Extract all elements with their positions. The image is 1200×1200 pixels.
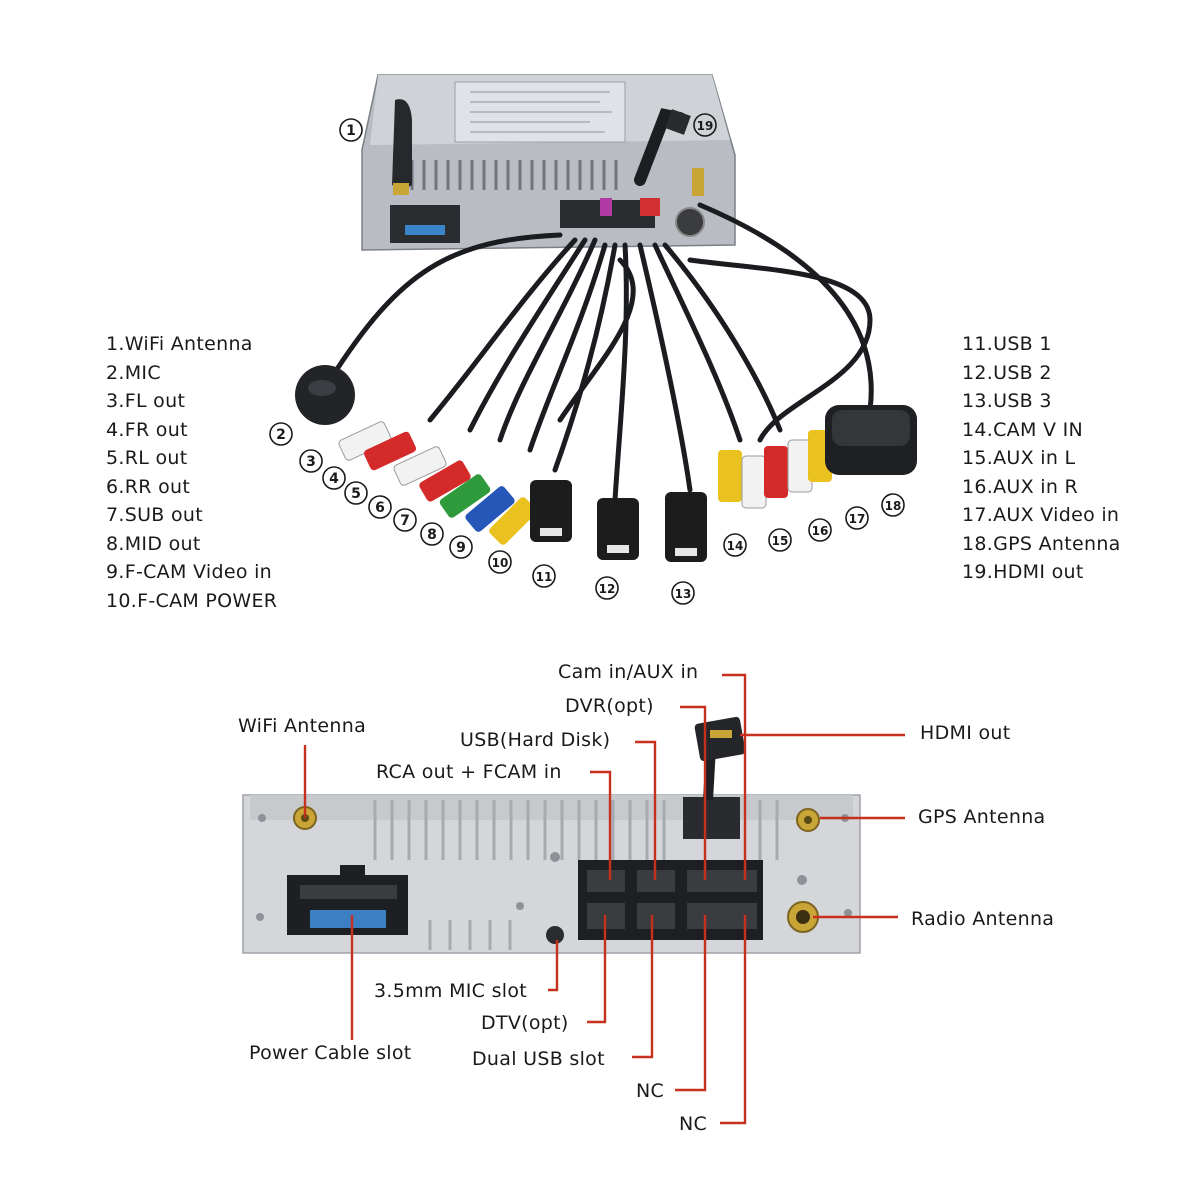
label-hdmi-out: HDMI out <box>920 722 1010 744</box>
marker-6: 6 <box>375 500 385 516</box>
marker-3: 3 <box>306 454 316 470</box>
legend-item: 4.FR out <box>106 418 188 441</box>
label-mic-slot: 3.5mm MIC slot <box>374 980 527 1002</box>
legend-right: 11.USB 1 12.USB 2 13.USB 3 14.CAM V IN 1… <box>962 330 1121 587</box>
mic-illustration <box>295 365 355 425</box>
power-cable-slot <box>287 865 408 935</box>
legend-item: 11.USB 1 <box>962 333 1052 355</box>
legend-item: 17.AUX Video in <box>962 504 1120 526</box>
gps-antenna-connector <box>796 808 820 832</box>
marker-19: 19 <box>697 119 714 133</box>
label-nc-1: NC <box>636 1080 664 1102</box>
label-dtv: DTV(opt) <box>481 1012 569 1034</box>
marker-11: 11 <box>536 570 553 584</box>
cable-bundle <box>327 202 874 503</box>
hdmi-out-connector <box>683 716 746 839</box>
label-nc-2: NC <box>679 1113 707 1135</box>
legend-item: 18.GPS Antenna <box>962 532 1121 555</box>
callout-lines <box>303 673 905 1125</box>
gps-connector-illustration <box>692 168 704 196</box>
marker-17: 17 <box>849 512 866 526</box>
marker-7: 7 <box>400 513 410 529</box>
label-rca-fcam: RCA out + FCAM in <box>376 761 562 783</box>
legend-item: 1.WiFi Antenna <box>106 333 253 355</box>
label-usb-hard-disk: USB(Hard Disk) <box>460 729 610 751</box>
legend-item: 9.F-CAM Video in <box>106 561 273 583</box>
mic-slot <box>546 926 564 944</box>
legend-item: 5.RL out <box>106 447 188 469</box>
label-dual-usb-slot: Dual USB slot <box>472 1048 605 1070</box>
marker-1: 1 <box>346 123 356 139</box>
legend-item: 6.RR out <box>106 475 191 498</box>
marker-10: 10 <box>492 556 509 570</box>
marker-2: 2 <box>276 427 286 443</box>
marker-13: 13 <box>675 587 692 601</box>
label-wifi-antenna: WiFi Antenna <box>238 715 366 737</box>
harness-illustration: 1 2 3 4 5 6 7 8 9 10 11 12 13 14 15 16 1… <box>269 74 917 605</box>
legend-item: 16.AUX in R <box>962 475 1079 498</box>
marker-labels: 1 2 3 4 5 6 7 8 9 10 11 12 13 14 15 16 1… <box>276 119 901 601</box>
legend-item: 7.SUB out <box>106 504 203 526</box>
marker-5: 5 <box>351 486 361 502</box>
legend-left: 1.WiFi Antenna 2.MIC 3.FL out 4.FR out 5… <box>106 330 277 615</box>
marker-12: 12 <box>599 582 616 596</box>
label-cam-aux-in: Cam in/AUX in <box>558 661 698 683</box>
label-gps-antenna: GPS Antenna <box>918 806 1046 828</box>
wifi-antenna-illustration <box>392 99 412 195</box>
marker-4: 4 <box>329 471 339 487</box>
connector-block <box>578 860 763 940</box>
marker-15: 15 <box>772 534 789 548</box>
legend-item: 2.MIC <box>106 361 161 384</box>
legend-item: 13.USB 3 <box>962 390 1052 412</box>
number-markers <box>269 113 905 605</box>
legend-item: 3.FL out <box>106 390 186 412</box>
legend-item: 19.HDMI out <box>962 561 1084 583</box>
usb-connectors <box>530 480 707 562</box>
rca-plugs-left <box>338 421 537 545</box>
label-radio-antenna: Radio Antenna <box>911 908 1054 930</box>
legend-item: 10.F-CAM POWER <box>106 589 278 612</box>
legend-item: 14.CAM V IN <box>962 418 1084 441</box>
marker-16: 16 <box>812 524 829 538</box>
marker-14: 14 <box>727 539 744 553</box>
label-power-cable-slot: Power Cable slot <box>249 1042 412 1064</box>
legend-item: 15.AUX in L <box>962 447 1076 469</box>
head-unit-rear <box>361 74 736 251</box>
marker-8: 8 <box>427 527 437 543</box>
label-dvr: DVR(opt) <box>565 695 654 717</box>
legend-item: 8.MID out <box>106 532 201 555</box>
hdmi-cable-illustration <box>634 108 691 186</box>
gps-antenna-illustration <box>825 405 917 475</box>
legend-item: 12.USB 2 <box>962 361 1052 384</box>
rca-plugs-right <box>718 430 832 509</box>
marker-18: 18 <box>885 499 902 513</box>
rear-panel-diagram: WiFi Antenna Cam in/AUX in DVR(opt) USB(… <box>238 661 1054 1135</box>
marker-9: 9 <box>456 540 466 556</box>
